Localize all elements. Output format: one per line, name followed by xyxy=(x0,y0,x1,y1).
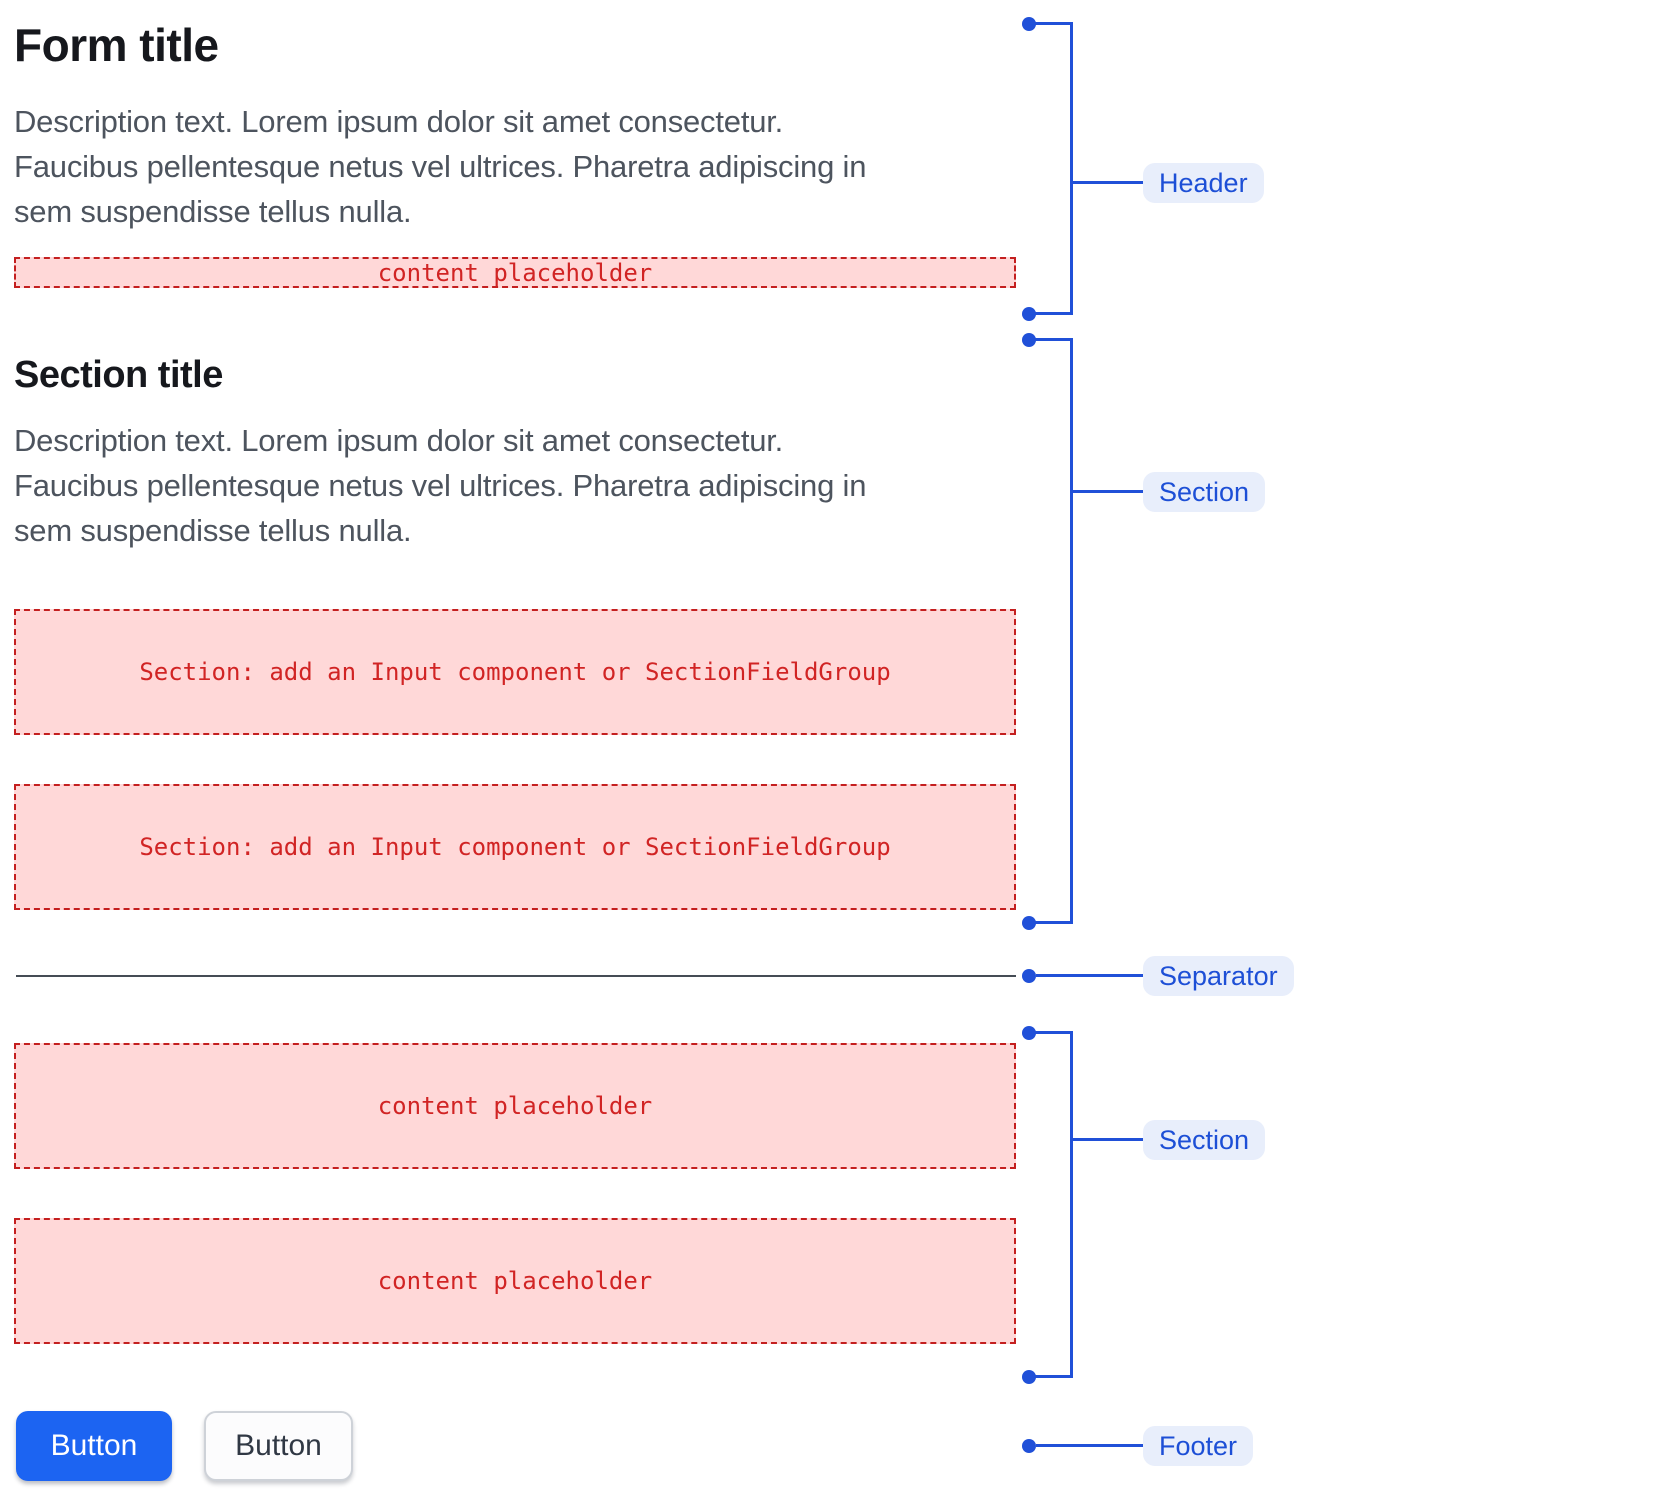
annotation-dot xyxy=(1022,1370,1036,1384)
annotation-dot xyxy=(1022,307,1036,321)
header-content-placeholder: content placeholder xyxy=(14,257,1016,288)
section-input-placeholder-1-text: Section: add an Input component or Secti… xyxy=(139,658,891,686)
bracket-line xyxy=(1070,22,1073,315)
header-content-placeholder-text: content placeholder xyxy=(377,258,653,287)
section-input-placeholder-1: Section: add an Input component or Secti… xyxy=(14,609,1016,735)
bracket-line xyxy=(1029,338,1073,341)
annotation-label-footer: Footer xyxy=(1143,1426,1254,1466)
section-description: Description text. Lorem ipsum dolor sit … xyxy=(14,423,867,548)
form-title: Form title xyxy=(14,19,219,71)
content-placeholder-1: content placeholder xyxy=(14,1043,1016,1169)
annotation-label-header: Header xyxy=(1143,163,1264,203)
bracket-line xyxy=(1070,1031,1073,1378)
content-placeholder-2: content placeholder xyxy=(14,1218,1016,1344)
bracket-line xyxy=(1029,312,1073,315)
secondary-button[interactable]: Button xyxy=(204,1411,353,1481)
connector-line xyxy=(1073,181,1143,184)
connector-line xyxy=(1036,974,1143,977)
annotation-label-section-2: Section xyxy=(1143,1120,1266,1160)
connector-line xyxy=(1036,1444,1143,1447)
annotation-label-section-1: Section xyxy=(1143,472,1266,512)
form-description: Description text. Lorem ipsum dolor sit … xyxy=(14,104,867,229)
connector-line xyxy=(1073,1138,1143,1141)
bracket-line xyxy=(1029,921,1073,924)
bracket-line xyxy=(1029,1031,1073,1034)
content-placeholder-2-text: content placeholder xyxy=(377,1267,653,1295)
separator-line xyxy=(16,975,1016,977)
section-input-placeholder-2: Section: add an Input component or Secti… xyxy=(14,784,1016,910)
connector-line xyxy=(1073,490,1143,493)
annotation-dot xyxy=(1022,916,1036,930)
content-placeholder-1-text: content placeholder xyxy=(377,1092,653,1120)
bracket-line xyxy=(1029,22,1073,25)
section-input-placeholder-2-text: Section: add an Input component or Secti… xyxy=(139,833,891,861)
annotation-dot xyxy=(1022,969,1036,983)
annotation-label-separator: Separator xyxy=(1143,956,1294,996)
annotation-dot xyxy=(1022,1439,1036,1453)
bracket-line xyxy=(1029,1375,1073,1378)
bracket-line xyxy=(1070,338,1073,924)
primary-button[interactable]: Button xyxy=(16,1411,172,1481)
section-title: Section title xyxy=(14,354,223,396)
